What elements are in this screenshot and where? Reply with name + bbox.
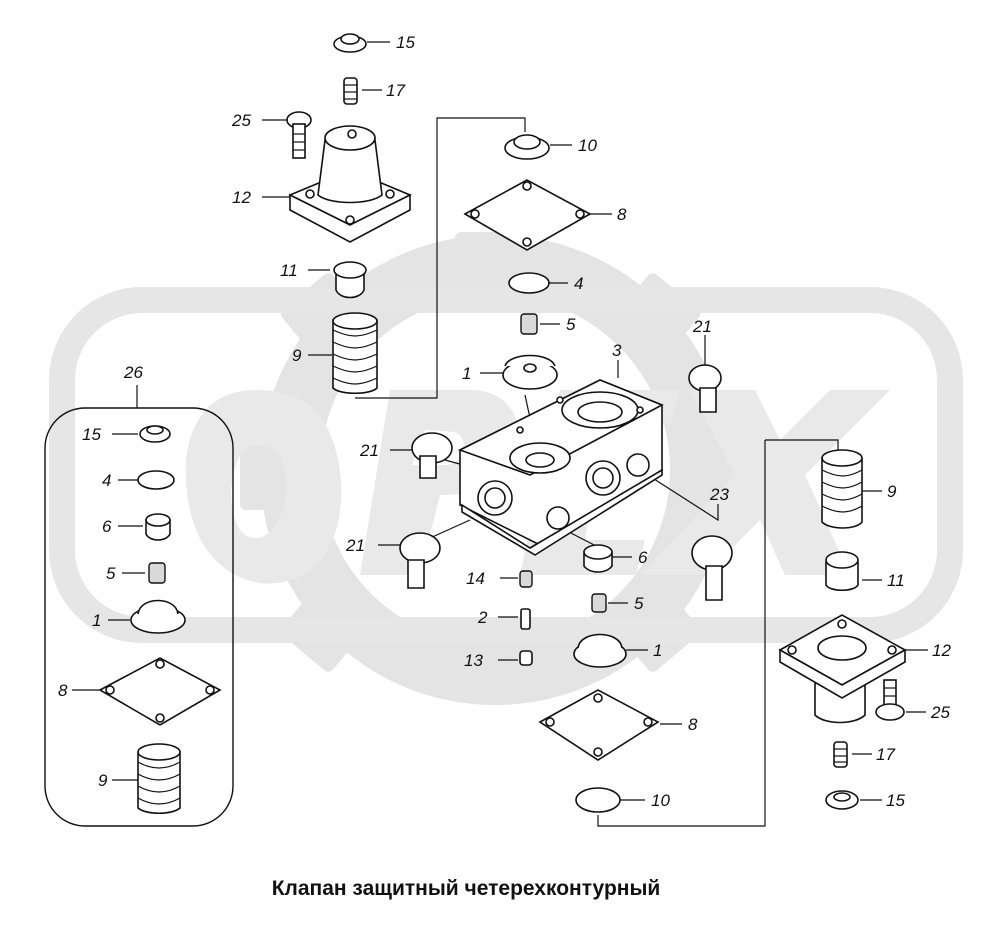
callout-label: 9 — [887, 482, 897, 501]
part-21-cap-left-lower — [399, 532, 441, 589]
callout-label: 21 — [692, 317, 712, 336]
callout-label: 17 — [386, 81, 405, 100]
callout-label: 21 — [359, 441, 379, 460]
callout-label: 8 — [688, 715, 698, 734]
part-1-piston-top — [502, 354, 558, 390]
part-13-nut — [519, 650, 533, 666]
part-15-cap-upper — [333, 33, 367, 53]
part-10-cap-top — [504, 134, 550, 160]
part-25-bolt-lower — [875, 679, 905, 721]
diagram-title: Клапан защитный четерехконтурный — [272, 877, 661, 900]
callout-label: 4 — [574, 274, 583, 293]
part-17-set-screw-upper — [343, 77, 358, 105]
callout-label: 8 — [617, 205, 627, 224]
callout-label: 1 — [653, 641, 662, 660]
kit-part-5 — [148, 562, 166, 584]
part-21-cap-left-upper — [411, 432, 453, 479]
kit-part-9 — [137, 743, 181, 815]
part-10-cap-bottom — [575, 787, 621, 813]
part-25-bolt-upper — [286, 111, 312, 159]
watermark-band — [49, 287, 963, 643]
callout-label: 15 — [886, 791, 905, 810]
part-15-cap-lower — [825, 790, 859, 810]
part-3-valve-body — [457, 379, 664, 556]
callout-label: 3 — [612, 341, 622, 360]
kit-part-8 — [98, 657, 222, 726]
callout-label: 5 — [634, 594, 644, 613]
part-5-spring-small-bottom — [591, 593, 607, 613]
part-9-spring-lower — [821, 449, 863, 529]
watermark-logo — [49, 232, 963, 705]
callout-label: 6 — [102, 517, 112, 536]
part-12-cover-upper — [288, 125, 412, 243]
part-8-diaphragm-bottom — [538, 689, 660, 761]
callout-label: 4 — [102, 471, 111, 490]
part-2-pin — [520, 608, 531, 630]
callout-label: 5 — [566, 315, 576, 334]
kit-part-4 — [137, 470, 175, 490]
callout-label: 12 — [232, 188, 251, 207]
part-23-cap-right — [691, 535, 733, 601]
kit-callout-label: 26 — [123, 363, 143, 382]
callout-labels: 15 17 25 12 11 9 10 8 4 5 1 3 21 21 21 2… — [58, 33, 951, 810]
callout-label: 17 — [876, 745, 895, 764]
callout-label: 13 — [464, 651, 483, 670]
callout-label: 1 — [462, 364, 471, 383]
part-6-seal-center — [583, 544, 613, 573]
repair-kit-frame — [44, 407, 234, 827]
callout-label: 5 — [106, 564, 116, 583]
callout-label: 25 — [930, 703, 950, 722]
callout-label: 11 — [280, 261, 298, 280]
callout-label: 12 — [932, 641, 951, 660]
kit-part-1 — [130, 599, 186, 634]
kit-part-15 — [139, 425, 171, 443]
part-11-sleeve-upper — [333, 261, 367, 299]
callout-label: 21 — [345, 536, 365, 555]
part-9-spring-upper — [332, 312, 378, 395]
kit-part-6 — [145, 513, 171, 541]
part-5-spring-small-top — [520, 313, 538, 335]
part-8-diaphragm-top — [463, 179, 592, 251]
callout-label: 8 — [58, 681, 68, 700]
callout-label: 23 — [709, 485, 729, 504]
callout-label: 1 — [92, 611, 101, 630]
part-17-set-screw-lower — [833, 741, 848, 768]
leader-lines — [44, 41, 928, 827]
callout-label: 15 — [396, 33, 415, 52]
callout-label: 10 — [651, 791, 670, 810]
callout-label: 11 — [887, 571, 905, 590]
callout-label: 6 — [638, 548, 648, 567]
part-1-piston-bottom — [573, 633, 627, 668]
callout-label: 25 — [231, 111, 251, 130]
callout-label: 10 — [578, 136, 597, 155]
callout-label: 14 — [466, 569, 485, 588]
callout-label: 9 — [292, 346, 302, 365]
callout-label: 9 — [98, 771, 108, 790]
callout-label: 15 — [82, 425, 101, 444]
part-21-cap-right-top — [688, 364, 722, 413]
part-14-washer — [519, 570, 533, 588]
callout-label: 2 — [477, 608, 488, 627]
part-11-sleeve-lower — [825, 551, 859, 592]
part-12-cover-lower — [778, 614, 907, 724]
part-4-disc-top — [508, 272, 550, 294]
